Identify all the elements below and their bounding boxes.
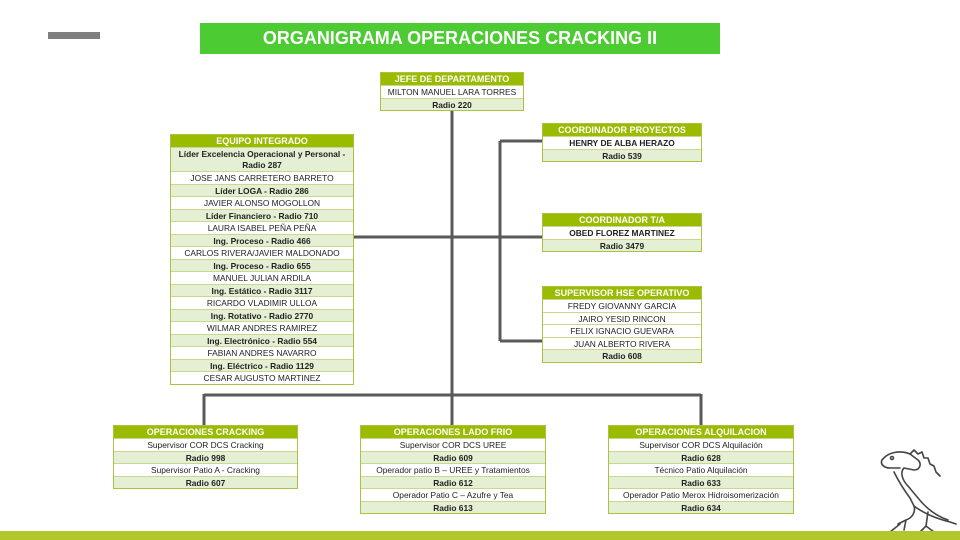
box-row: LAURA ISABEL PEÑA PEÑA: [171, 221, 353, 234]
box-header: COORDINADOR PROYECTOS: [543, 124, 701, 136]
box-row: Radio 220: [381, 97, 523, 110]
box-row: Supervisor Patio A - Cracking: [114, 463, 297, 476]
box-row: Líder Financiero - Radio 710: [171, 208, 353, 221]
iguana-logo: [880, 449, 957, 533]
box-header: OPERACIONES ALQUILACION: [609, 426, 793, 438]
box-row: Radio 608: [543, 349, 701, 362]
box-row: MANUEL JULIAN ARDILA: [171, 271, 353, 284]
box-row: Supervisor COR DCS UREE: [361, 438, 545, 451]
box-header: COORDINADOR T/A: [543, 214, 701, 226]
box-header: EQUIPO INTEGRADO: [171, 135, 353, 147]
box-row: Radio 634: [609, 500, 793, 513]
box-row: HENRY DE ALBA HERAZO: [543, 136, 701, 149]
box-row: Técnico Patio Alquilación: [609, 463, 793, 476]
box-row: RICARDO VLADIMIR ULLOA: [171, 296, 353, 309]
page-title: ORGANIGRAMA OPERACIONES CRACKING II: [200, 23, 720, 54]
box-row: JAIRO YESID RINCON: [543, 311, 701, 325]
box-row: Operador patio B – UREE y Tratamientos: [361, 463, 545, 476]
box-row: WILMAR ANDRES RAMIREZ: [171, 321, 353, 334]
box-row: Supervisor COR DCS Cracking: [114, 438, 297, 451]
box-row: Radio 3479: [543, 238, 701, 251]
box-row: FABIAN ANDRES NAVARRO: [171, 346, 353, 359]
box-row: Radio 539: [543, 148, 701, 161]
box-header: JEFE DE DEPARTAMENTO: [381, 73, 523, 85]
box-row: Radio 607: [114, 475, 297, 488]
box-row: OBED FLOREZ MARTINEZ: [543, 226, 701, 239]
box-row: Líder Excelencia Operacional y Personal …: [171, 147, 353, 171]
box-row: Ing. Proceso - Radio 655: [171, 258, 353, 271]
box-row: Operador Patio Merox Hidroisomerización: [609, 488, 793, 501]
footer-bar: [0, 531, 960, 540]
box-row: Radio 609: [361, 450, 545, 463]
box-header: OPERACIONES CRACKING: [114, 426, 297, 438]
box-row: Radio 628: [609, 450, 793, 463]
box-row: FREDY GIOVANNY GARCIA: [543, 299, 701, 312]
box-row: JAVIER ALONSO MOGOLLON: [171, 196, 353, 209]
box-row: Operador Patio C – Azufre y Tea: [361, 488, 545, 501]
box-row: Supervisor COR DCS Alquilación: [609, 438, 793, 451]
box-row: Ing. Electrónico - Radio 554: [171, 333, 353, 346]
box-row: FELIX IGNACIO GUEVARA: [543, 324, 701, 337]
box-header: OPERACIONES LADO FRIO: [361, 426, 545, 438]
decorative-bar: [48, 32, 100, 39]
box-row: Ing. Proceso - Radio 466: [171, 233, 353, 246]
box-header: SUPERVISOR HSE OPERATIVO: [543, 287, 701, 299]
box-row: Ing. Eléctrico - Radio 1129: [171, 358, 353, 371]
box-row: JUAN ALBERTO RIVERA: [543, 336, 701, 350]
box-row: Líder LOGA - Radio 286: [171, 183, 353, 196]
box-row: Radio 613: [361, 500, 545, 513]
box-row: JOSE JANS CARRETERO BARRETO: [171, 171, 353, 184]
box-row: CARLOS RIVERA/JAVIER MALDONADO: [171, 246, 353, 259]
box-row: Radio 612: [361, 475, 545, 488]
box-row: MILTON MANUEL LARA TORRES: [381, 85, 523, 98]
box-row: Radio 633: [609, 475, 793, 488]
box-row: Ing. Estático - Radio 3117: [171, 283, 353, 296]
box-row: Ing. Rotativo - Radio 2770: [171, 308, 353, 321]
box-row: Radio 998: [114, 450, 297, 463]
box-row: CESAR AUGUSTO MARTINEZ: [171, 371, 353, 384]
